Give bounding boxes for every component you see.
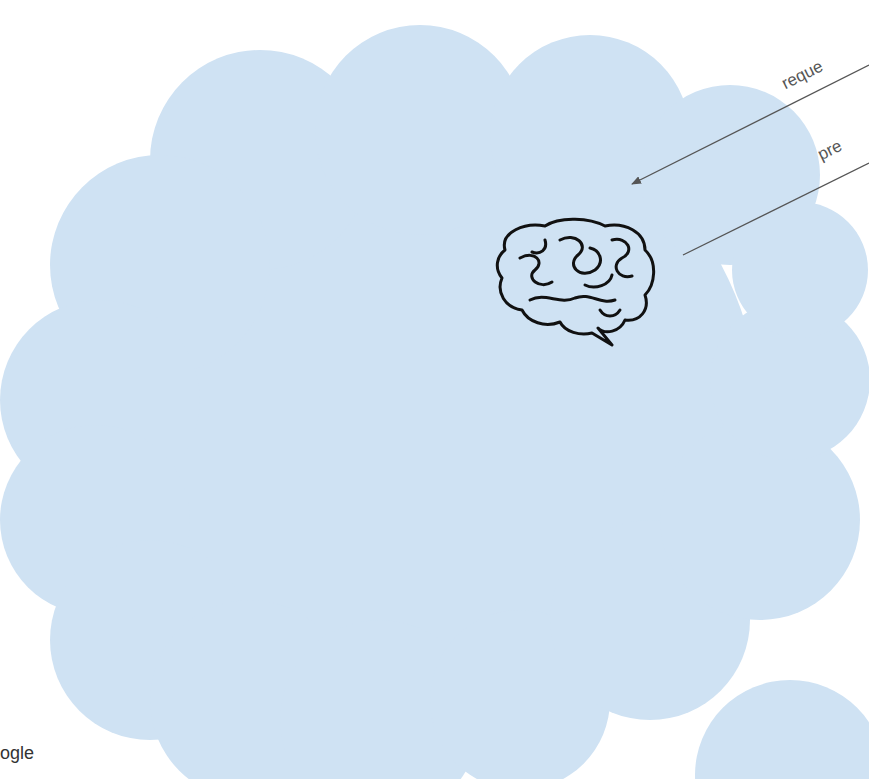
- cloud-shape: [0, 25, 869, 779]
- leader-line: [683, 163, 869, 255]
- brain-symbol: [497, 219, 653, 345]
- cloud-shape: [695, 680, 869, 779]
- logo-text: ogle: [0, 744, 34, 762]
- leader-line: [632, 65, 869, 184]
- arrow-label: pre: [815, 137, 845, 164]
- arrow-label: reque: [779, 57, 826, 93]
